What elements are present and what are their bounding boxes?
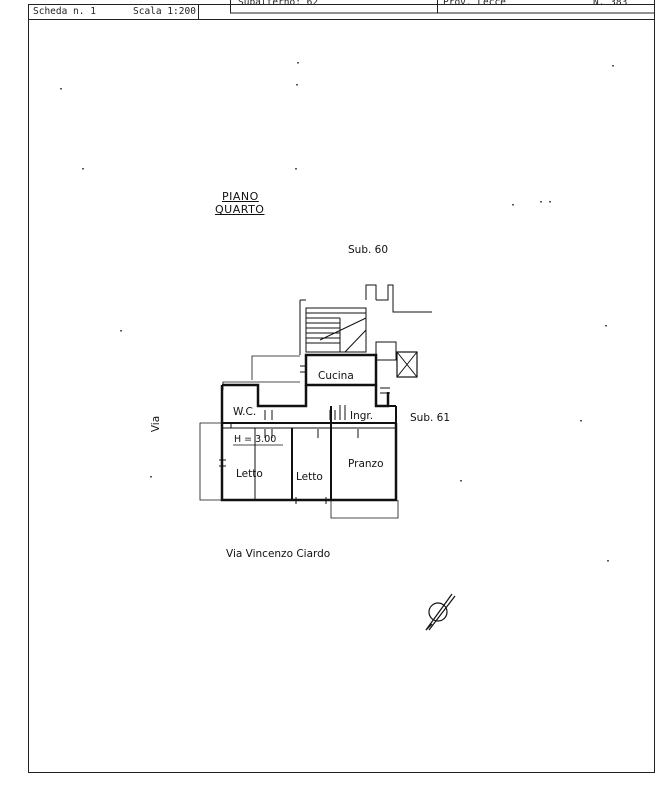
header-right-box bbox=[230, 0, 655, 14]
floor-title-line2: QUARTO bbox=[215, 203, 265, 216]
height-note: H = 3.00 bbox=[234, 434, 277, 445]
neighbor-sub-60: Sub. 60 bbox=[348, 244, 389, 256]
kitchen-walls bbox=[304, 353, 378, 387]
floor-title-line1: PIANO bbox=[222, 190, 259, 203]
street-left-label: Via bbox=[150, 415, 163, 433]
floor-plan bbox=[199, 284, 432, 519]
header-left-box bbox=[28, 4, 199, 20]
page-border bbox=[28, 4, 655, 773]
neighbor-sub-61: Sub. 61 bbox=[410, 412, 451, 424]
north-arrow-icon bbox=[425, 593, 456, 631]
scale-label: Scala 1:200 bbox=[133, 6, 196, 17]
sheet-number: Scheda n. 1 bbox=[33, 6, 96, 17]
room-entrance: Ingr. bbox=[350, 410, 374, 422]
shaft-box bbox=[396, 351, 418, 378]
room-wc: W.C. bbox=[233, 406, 257, 418]
room-bedroom-1: Letto bbox=[236, 468, 263, 480]
room-kitchen: Cucina bbox=[318, 370, 354, 382]
street-bottom-label: Via Vincenzo Ciardo bbox=[226, 548, 331, 560]
room-living: Pranzo bbox=[348, 458, 384, 470]
staircase bbox=[299, 299, 367, 355]
registration-marks bbox=[60, 62, 614, 562]
room-bedroom-2: Letto bbox=[296, 471, 323, 483]
